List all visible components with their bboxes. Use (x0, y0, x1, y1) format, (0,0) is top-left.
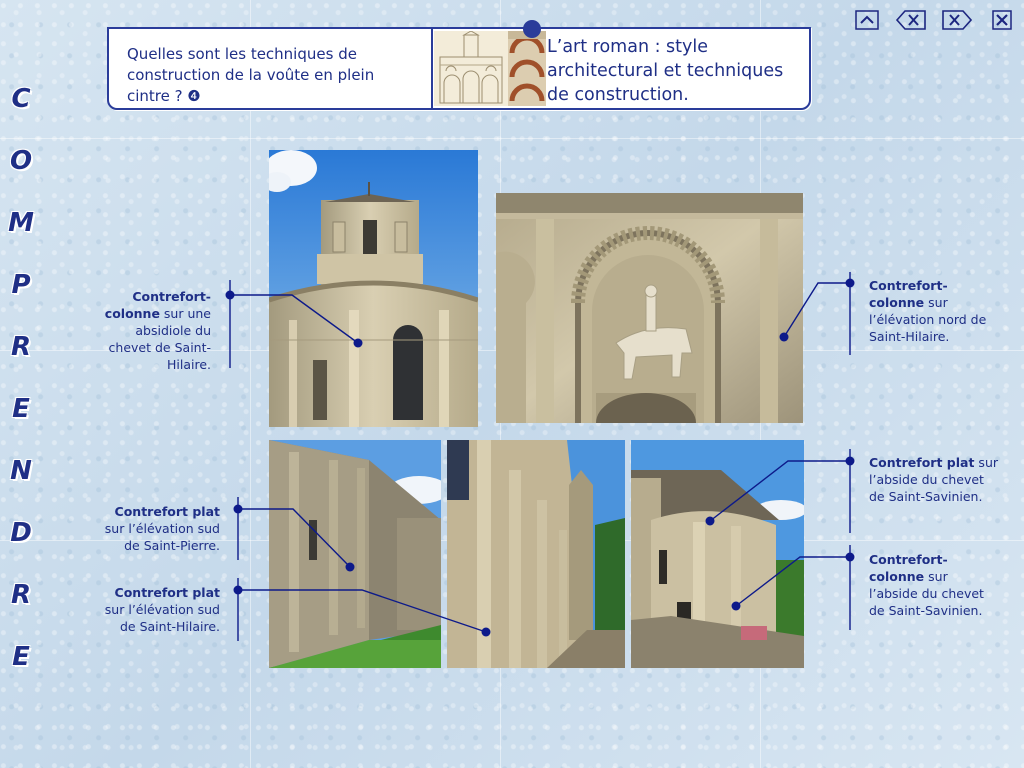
pointer-dot (225, 290, 235, 300)
saint-savinien-apse-image (631, 440, 804, 668)
facade-thumbnail (434, 30, 508, 106)
caption-description: sur l’élévation nord de Saint-Hilaire. (869, 295, 987, 344)
side-title-letter: M (8, 208, 34, 238)
caption-contrefort-colonne-savinien: Contrefort-colonne sur l’abside du cheve… (869, 551, 999, 619)
caption-description: sur l’élévation sud de Saint-Pierre. (104, 521, 220, 553)
side-title-letter: E (12, 642, 30, 672)
previous-button[interactable] (896, 10, 926, 30)
photo-saint-hilaire-chevet (269, 150, 478, 427)
side-title-letter: D (10, 518, 32, 548)
side-title-letter: E (12, 394, 30, 424)
up-button[interactable] (855, 10, 879, 30)
caption-description: sur l’élévation sud de Saint-Hilaire. (104, 602, 220, 634)
caption-contrefort-plat-saint-pierre: Contrefort plat sur l’élévation sud de S… (96, 503, 220, 554)
saint-pierre-wall-image (269, 440, 441, 668)
question-text: Quelles sont les techniques de construct… (127, 45, 375, 105)
question-panel: Quelles sont les techniques de construct… (109, 29, 433, 108)
side-title-letter: R (10, 332, 32, 362)
church-chevet-image (269, 150, 478, 427)
chevron-up-icon (855, 10, 879, 30)
photo-saint-hilaire-north-wall (496, 193, 803, 423)
grid-line (0, 138, 1024, 139)
pointer-dot (845, 278, 855, 288)
caption-term: Contrefort-colonne (104, 289, 211, 321)
caption-term: Contrefort plat (869, 455, 975, 470)
close-icon (992, 10, 1012, 30)
caption-contrefort-plat-saint-hilaire: Contrefort plat sur l’élévation sud de S… (96, 584, 220, 635)
caption-description: sur l’abside du chevet de Saint-Savinien… (869, 455, 999, 504)
side-title-letter: P (11, 270, 31, 300)
photo-saint-hilaire-south (447, 440, 625, 668)
header-panel: Quelles sont les techniques de construct… (107, 20, 811, 110)
header-dot (523, 20, 541, 38)
caption-term: Contrefort plat (114, 585, 220, 600)
side-title-letter: R (10, 580, 32, 610)
caption-contrefort-colonne-absidiole: Contrefort-colonne sur une absidiole du … (96, 288, 211, 373)
caption-description: sur l’abside du chevet de Saint-Savinien… (869, 569, 984, 618)
close-button[interactable] (992, 10, 1012, 30)
photo-saint-pierre-south (269, 440, 441, 668)
pointer-dot (233, 504, 243, 514)
pointer-dot (845, 456, 855, 466)
caption-term: Contrefort plat (114, 504, 220, 519)
back-delete-icon (896, 10, 926, 30)
caption-term: Contrefort-colonne (869, 552, 948, 584)
horseman-relief-image (496, 193, 803, 423)
arch-voussoir-icon (508, 31, 546, 106)
arch-detail-thumbnail (508, 31, 546, 106)
side-title: C O M P R E N D R E (4, 84, 38, 704)
facade-drawing-icon (434, 30, 508, 106)
pointer-dot (233, 585, 243, 595)
caption-contrefort-colonne-nord: Contrefort-colonne sur l’élévation nord … (869, 277, 999, 345)
caption-term: Contrefort-colonne (869, 278, 948, 310)
side-title-letter: N (10, 456, 32, 486)
caption-contrefort-plat-savinien: Contrefort plat sur l’abside du chevet d… (869, 454, 999, 505)
photo-saint-savinien-apse (631, 440, 804, 668)
caption-description: sur une absidiole du chevet de Saint-Hil… (108, 306, 211, 372)
side-title-letter: C (11, 84, 31, 114)
saint-hilaire-wall-image (447, 440, 625, 668)
forward-delete-icon (942, 10, 972, 30)
grid-line (250, 0, 251, 768)
pointer-dot (845, 552, 855, 562)
side-title-letter: O (9, 146, 33, 176)
next-button[interactable] (942, 10, 972, 30)
page-title: L’art roman : style architectural et tec… (547, 37, 784, 105)
